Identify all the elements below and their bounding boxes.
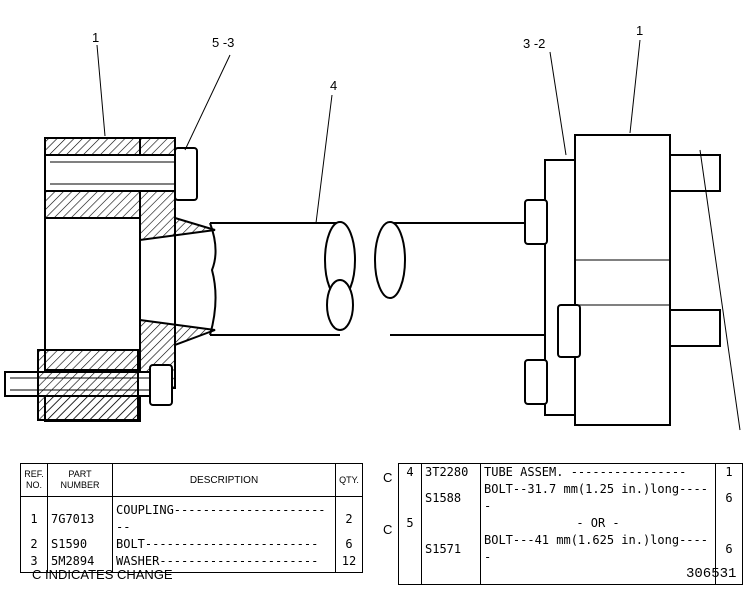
ref-no: 1 xyxy=(20,496,48,536)
part-number: 5M2894 xyxy=(47,553,113,573)
parts-table-right: 4 3T2280 TUBE ASSEM. ---------------- 1 … xyxy=(398,463,743,585)
change-mark: C xyxy=(383,522,393,537)
part-number: S1588 xyxy=(421,481,481,515)
header-part-number: PART NUMBER xyxy=(47,463,113,497)
callout-right-1: 1 xyxy=(636,23,644,38)
coupling-assembly-drawing xyxy=(4,39,741,431)
callout-left-1: 1 xyxy=(92,30,100,45)
callout-leaders xyxy=(96,39,641,224)
left-top-bolt xyxy=(44,147,198,201)
table-row: 3 5M2894 WASHER---------------------- 12 xyxy=(20,553,363,573)
part-number: 7G7013 xyxy=(47,496,113,536)
header-description: DESCRIPTION xyxy=(112,463,336,497)
parts-table-left: REF. NO. PART NUMBER DESCRIPTION QTY. 1 … xyxy=(20,463,363,573)
description: - OR - xyxy=(480,515,716,532)
tube-left-section xyxy=(209,221,356,336)
qty: 1 xyxy=(715,463,743,481)
change-mark: C xyxy=(383,470,393,485)
header-qty: QTY. xyxy=(335,463,363,497)
table-row: S1588 BOLT--31.7 mm(1.25 in.)long----- 6 xyxy=(398,481,743,515)
part-number: S1571 xyxy=(421,532,481,585)
table-row: 4 3T2280 TUBE ASSEM. ---------------- 1 xyxy=(398,463,743,481)
ref-no xyxy=(398,532,422,585)
part-number xyxy=(421,515,481,532)
qty: 2 xyxy=(335,496,363,536)
description: COUPLING----------------------- xyxy=(112,496,336,536)
qty: 6 xyxy=(715,532,743,585)
description: BOLT---41 mm(1.625 in.)long----- xyxy=(480,532,716,585)
ref-no xyxy=(398,481,422,515)
callout-right-3-2: 3 -2 xyxy=(523,36,546,51)
change-footnote: C INDICATES CHANGE xyxy=(32,567,173,582)
description: BOLT--31.7 mm(1.25 in.)long----- xyxy=(480,481,716,515)
description: BOLT------------------------ xyxy=(112,536,336,553)
callout-left-5-3: 5 -3 xyxy=(212,35,235,50)
description: WASHER---------------------- xyxy=(112,553,336,573)
table-row: 2 S1590 BOLT------------------------ 6 xyxy=(20,536,363,553)
drawing-number: 306531 xyxy=(686,566,737,582)
qty: 12 xyxy=(335,553,363,573)
table-row: 5 - OR - xyxy=(398,515,743,532)
qty xyxy=(715,515,743,532)
description: TUBE ASSEM. ---------------- xyxy=(480,463,716,481)
tube-right-section xyxy=(374,221,545,336)
part-number: 3T2280 xyxy=(421,463,481,481)
header-ref-no: REF. NO. xyxy=(20,463,48,497)
ref-no: 4 xyxy=(398,463,422,481)
table-row: S1571 BOLT---41 mm(1.625 in.)long----- 6 xyxy=(398,532,743,585)
callout-tube-4: 4 xyxy=(330,78,338,93)
qty: 6 xyxy=(335,536,363,553)
right-coupling xyxy=(524,134,741,431)
qty: 6 xyxy=(715,481,743,515)
left-bottom-bolt xyxy=(4,349,173,421)
ref-no: 5 xyxy=(398,515,422,532)
table-row: 1 7G7013 COUPLING-----------------------… xyxy=(20,496,363,536)
ref-no: 2 xyxy=(20,536,48,553)
part-number: S1590 xyxy=(47,536,113,553)
